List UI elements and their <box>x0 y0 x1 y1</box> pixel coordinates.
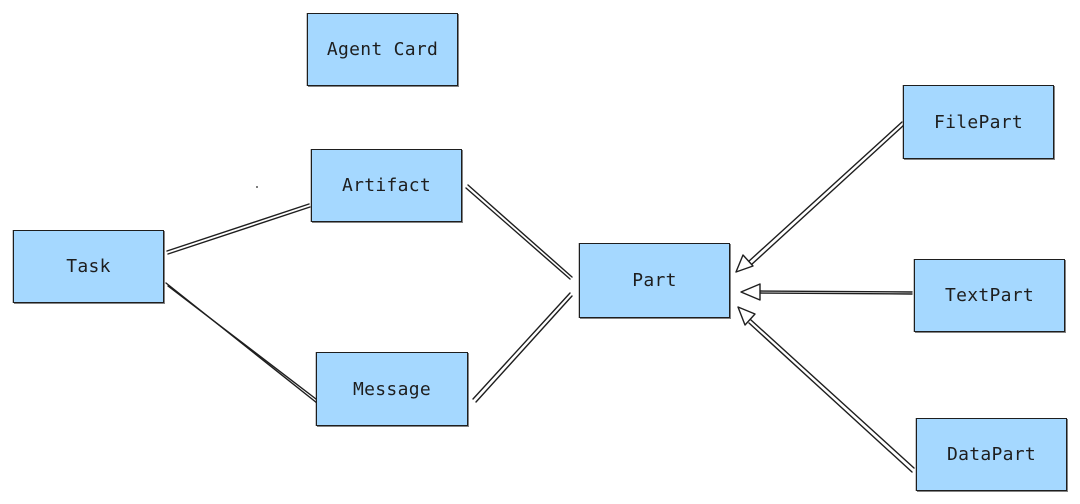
edge-textpart-part <box>740 283 913 301</box>
edge-filepart-part <box>735 121 905 273</box>
node-task-label: Task <box>66 256 111 277</box>
edge-message-part <box>472 292 573 403</box>
node-file-part[interactable]: FilePart <box>903 85 1054 159</box>
node-message-label: Message <box>353 378 431 400</box>
node-agent-card[interactable]: Agent Card <box>307 13 458 86</box>
edge-task-message <box>165 282 318 404</box>
edge-artifact-part <box>465 184 573 280</box>
node-artifact[interactable]: Artifact <box>311 149 462 222</box>
node-text-part-label: TextPart <box>944 285 1035 306</box>
node-part-label: Part <box>632 270 677 291</box>
node-artifact-label: Artifact <box>341 175 432 196</box>
stray-dot <box>256 186 258 188</box>
node-agent-card-label: Agent Card <box>326 39 439 60</box>
node-task[interactable]: Task <box>13 230 164 303</box>
node-message[interactable]: Message <box>316 352 468 426</box>
node-file-part-label: FilePart <box>933 111 1024 133</box>
edge-task-artifact <box>166 203 311 255</box>
edge-datapart-part <box>737 306 915 473</box>
node-part[interactable]: Part <box>579 243 730 318</box>
node-data-part[interactable]: DataPart <box>916 418 1067 491</box>
node-text-part[interactable]: TextPart <box>914 259 1065 332</box>
node-data-part-label: DataPart <box>946 444 1037 465</box>
